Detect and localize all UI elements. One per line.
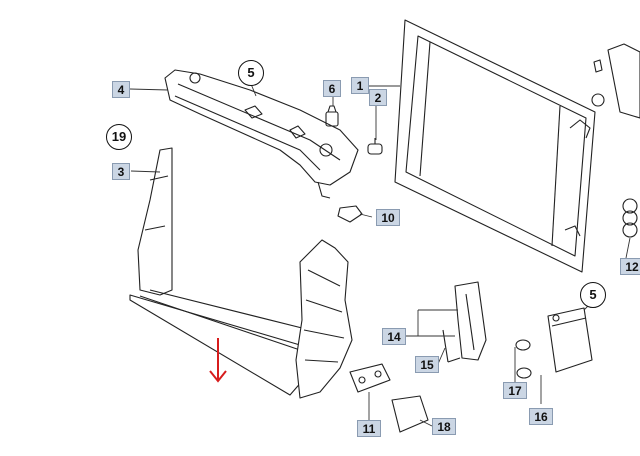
part-6-sensor [325, 105, 339, 127]
top-right-parts [591, 43, 640, 119]
part-label-1: 1 [351, 77, 369, 94]
part-18-mount [391, 395, 429, 433]
radiator-part [394, 19, 596, 273]
part-label-18: 18 [432, 418, 456, 435]
part-label-2: 2 [369, 89, 387, 106]
part-label-10: 10 [376, 209, 400, 226]
part-15-pin [442, 329, 461, 363]
upper-support-part [164, 69, 359, 199]
part-label-16: 16 [529, 408, 553, 425]
part-label-4: 4 [112, 81, 130, 98]
leader-lines [129, 83, 631, 427]
part-label-11: 11 [357, 420, 381, 437]
red-arrow [209, 338, 227, 383]
callout-19: 19 [106, 124, 132, 150]
part-label-6: 6 [323, 80, 341, 97]
part-17-orings [515, 339, 532, 379]
callout-5-right: 5 [580, 282, 606, 308]
frame-part [129, 147, 353, 399]
part-label-3: 3 [112, 163, 130, 180]
part-11-bracket [349, 363, 391, 393]
part-label-14: 14 [382, 328, 406, 345]
part-label-12: 12 [620, 258, 640, 275]
part-2-plug [367, 138, 383, 155]
part-12-orings [622, 198, 638, 238]
callout-5-top: 5 [238, 60, 264, 86]
part-label-17: 17 [503, 382, 527, 399]
part-14-bracket [454, 281, 487, 361]
part-label-15: 15 [415, 356, 439, 373]
part-16-oil-cooler [547, 307, 593, 373]
part-10-clip [337, 205, 363, 223]
